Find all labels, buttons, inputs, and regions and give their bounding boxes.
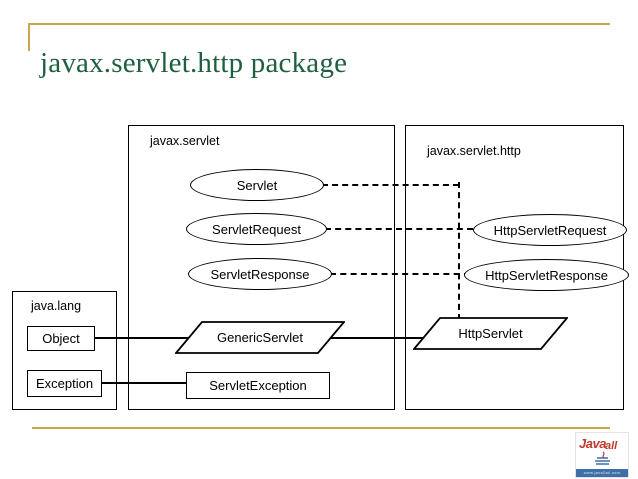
interface-servlet[interactable]: Servlet: [190, 169, 324, 201]
class-generic-servlet[interactable]: GenericServlet: [175, 321, 345, 354]
logo-wordmark: Java: [579, 436, 606, 451]
class-exception-label: Exception: [35, 376, 94, 391]
edge-servlet-dashed: [322, 184, 459, 186]
interface-http-servlet-response-label: HttpServletResponse: [485, 267, 608, 283]
edge-exception-to-servlet-exception: [99, 382, 189, 385]
class-servlet-exception-label: ServletException: [209, 378, 307, 393]
package-box-javax-servlet: [128, 125, 395, 410]
class-http-servlet[interactable]: HttpServlet: [413, 317, 568, 350]
edge-dashed-trunk: [458, 182, 460, 320]
class-object[interactable]: Object: [27, 326, 95, 351]
java2all-logo: Java all www.java2all.com: [575, 432, 629, 478]
header-rule-horizontal: [28, 23, 610, 25]
class-servlet-exception[interactable]: ServletException: [186, 372, 330, 399]
interface-servlet-label: Servlet: [236, 177, 278, 193]
package-label-javax-servlet-http: javax.servlet.http: [427, 144, 521, 158]
footer-rule: [32, 427, 610, 429]
interface-http-servlet-response[interactable]: HttpServletResponse: [464, 259, 629, 291]
header-rule-vertical: [28, 23, 30, 51]
interface-servlet-request[interactable]: ServletRequest: [186, 213, 327, 245]
interface-http-servlet-request[interactable]: HttpServletRequest: [473, 214, 627, 246]
logo-footer-bar: [576, 469, 628, 477]
edge-servlet-request-dashed: [325, 228, 473, 230]
java-cup-icon: [592, 450, 614, 473]
package-box-javax-servlet-http: [405, 125, 624, 410]
class-object-label: Object: [42, 331, 80, 346]
interface-servlet-response[interactable]: ServletResponse: [188, 258, 332, 290]
edge-object-to-generic-servlet: [92, 337, 202, 340]
logo-site-text: www.java2all.com: [583, 470, 621, 475]
interface-servlet-request-label: ServletRequest: [212, 221, 301, 237]
package-label-javax-servlet: javax.servlet: [150, 134, 220, 148]
package-box-java-lang: [12, 291, 117, 410]
interface-http-servlet-request-label: HttpServletRequest: [493, 222, 607, 238]
package-label-java-lang: java.lang: [31, 299, 82, 313]
logo-suffix: all: [605, 440, 618, 452]
interface-servlet-response-label: ServletResponse: [210, 266, 310, 282]
edge-servlet-response-dashed: [330, 273, 470, 275]
page-title: javax.servlet.http package: [40, 47, 348, 79]
edge-generic-servlet-to-http-servlet: [318, 337, 438, 340]
class-exception[interactable]: Exception: [27, 370, 102, 397]
